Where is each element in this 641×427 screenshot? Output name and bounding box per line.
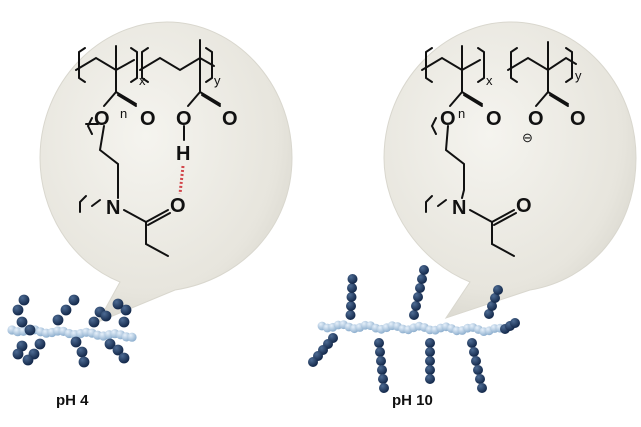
side-chain-bead: [425, 374, 435, 384]
speech-bubble-ph10: [383, 21, 637, 319]
side-chain-bead: [88, 316, 100, 328]
subscript-n-ph10: n: [458, 106, 465, 121]
panel-ph4: x y O n O O O H N O: [7, 21, 293, 368]
backbone-bead: [127, 332, 137, 342]
side-chain-bead: [78, 356, 90, 368]
side-chain-bead: [376, 356, 386, 366]
side-chain-bead: [471, 356, 481, 366]
subscript-n-ph4: n: [120, 106, 127, 121]
polymer-model-ph10: [308, 265, 520, 393]
subscript-y-ph10: y: [575, 68, 582, 83]
negative-charge-icon: ⊖: [522, 130, 533, 145]
subscript-x-ph4: x: [139, 73, 146, 88]
atom-o-amide-ph10: O: [516, 195, 532, 217]
side-chain-bead: [377, 365, 387, 375]
side-chain-bead: [76, 346, 88, 358]
atom-o-ester-ph10: O: [440, 108, 456, 130]
atom-n-ph10: N: [452, 197, 466, 219]
side-chain-bead: [68, 294, 80, 306]
side-chain-bead: [112, 344, 124, 356]
side-chain-bead: [375, 347, 385, 357]
caption-ph4: pH 4: [56, 392, 89, 409]
side-chain-bead: [425, 338, 435, 348]
side-chain-bead: [467, 338, 477, 348]
side-chain-bead: [345, 310, 356, 320]
side-chain-bead: [34, 338, 46, 350]
side-chain-bead: [118, 316, 130, 328]
chemical-structure-ph10: [421, 41, 577, 257]
chemical-structure-ph4: [75, 39, 221, 257]
side-chain-bead: [12, 304, 24, 316]
side-chain-bead: [484, 309, 494, 319]
side-chain-bead: [419, 265, 429, 275]
atom-n-ph4: N: [106, 197, 120, 219]
side-chain-bead: [477, 383, 487, 393]
panel-ph10: x y O n O O O ⊖ N O: [308, 21, 637, 393]
subscript-x-ph10: x: [486, 73, 493, 88]
side-chain-bead: [475, 374, 485, 384]
atom-o-carbonyl1-ph10: O: [486, 108, 502, 130]
side-chain-bead: [12, 348, 24, 360]
atom-o-carbonyl1-ph4: O: [140, 108, 156, 130]
subscript-y-ph4: y: [214, 73, 221, 88]
side-chain-bead: [425, 356, 435, 366]
side-chain-bead: [347, 283, 357, 293]
side-chain-bead: [18, 294, 30, 306]
side-chain-bead: [118, 352, 130, 364]
side-chain-bead: [490, 293, 500, 303]
side-chain-bead: [374, 338, 384, 348]
speech-bubble-ph4: [39, 21, 293, 324]
side-chain-bead: [16, 340, 28, 352]
side-chain-bead: [346, 301, 356, 311]
side-chain-bead: [378, 374, 388, 384]
side-chain-bead: [415, 283, 425, 293]
side-chain-bead: [70, 336, 82, 348]
side-chain-bead: [100, 310, 112, 322]
atom-o-amide-ph4: O: [170, 195, 186, 217]
side-chain-bead: [347, 274, 358, 284]
caption-ph10: pH 10: [392, 392, 433, 409]
side-chain-bead: [60, 304, 72, 316]
side-chain-bead: [16, 316, 28, 328]
side-chain-bead: [487, 301, 497, 311]
atom-o-carboxylate-ph10: O: [528, 108, 544, 130]
side-chain-bead: [104, 338, 116, 350]
atom-h-ph4: H: [176, 143, 190, 165]
polymer-model-ph4: [7, 294, 137, 368]
atom-o-carbonyl2-ph4: O: [222, 108, 238, 130]
side-chain-bead: [24, 324, 36, 336]
side-chain-bead: [379, 383, 389, 393]
side-chain-bead: [425, 347, 435, 357]
side-chain-bead: [22, 354, 34, 366]
side-chain-bead: [417, 274, 427, 284]
side-chain-bead: [493, 285, 503, 295]
side-chain-bead: [469, 347, 479, 357]
atom-o-hydroxyl-ph4: O: [176, 108, 192, 130]
side-chain-bead: [411, 301, 421, 311]
hydrogen-bond-line: [178, 165, 185, 195]
side-chain-bead: [425, 365, 435, 375]
side-chain-bead: [120, 304, 132, 316]
side-chain-bead: [510, 318, 520, 328]
side-chain-bead: [112, 298, 124, 310]
side-chain-bead: [52, 314, 64, 326]
side-chain-bead: [346, 292, 357, 302]
side-chain-bead: [473, 365, 483, 375]
side-chain-bead: [413, 292, 423, 302]
atom-o-ester-ph4: O: [94, 108, 110, 130]
side-chain-bead: [308, 357, 318, 367]
atom-o-carbonyl2-ph10: O: [570, 108, 586, 130]
side-chain-bead: [409, 310, 419, 320]
